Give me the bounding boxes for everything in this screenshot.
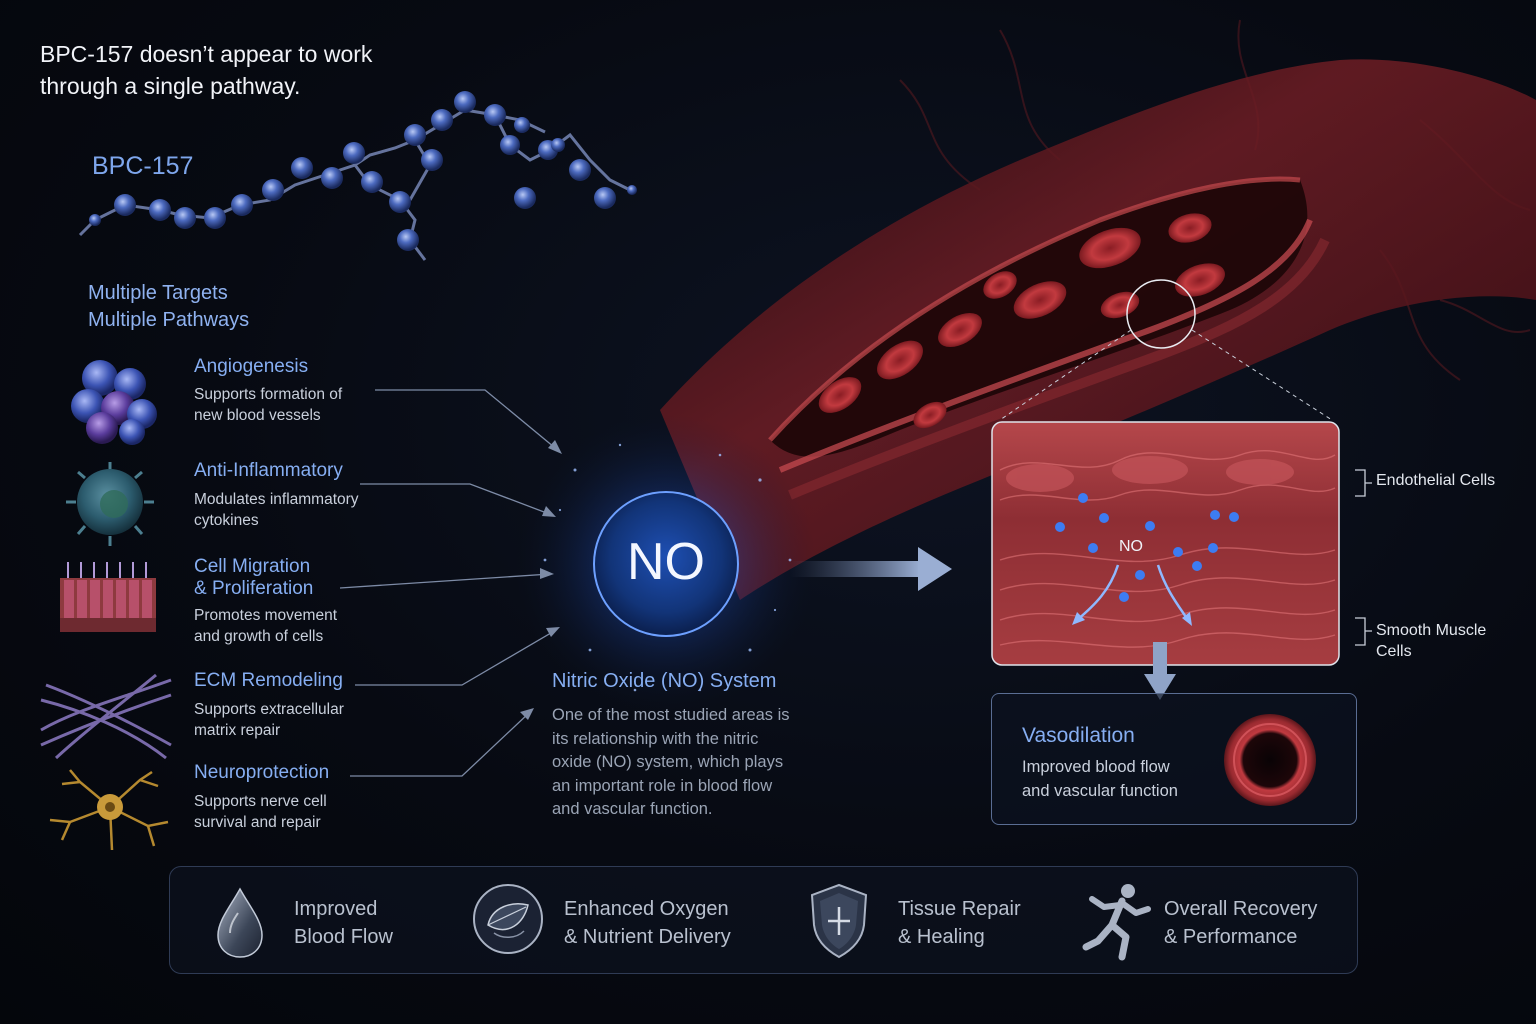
molecule-label: BPC-157 — [92, 152, 194, 180]
benefit-line-1: Tissue Repair — [898, 898, 1021, 920]
benefit-line-1: Enhanced Oxygen — [564, 898, 729, 920]
runner-icon — [1082, 884, 1151, 961]
neuron-icon — [49, 769, 169, 851]
tissue-layer-icon — [60, 562, 156, 632]
vasodilation-description: Improved blood flow and vascular functio… — [1022, 756, 1222, 803]
benefit-line-2: & Healing — [898, 926, 985, 948]
pathway-neuroprotection: Neuroprotection Supports nerve cell surv… — [40, 762, 400, 852]
pathway-ecm-remodeling: ECM Remodeling Supports extracellular ma… — [40, 670, 400, 760]
pathway-desc-line-1: Supports formation of — [194, 386, 343, 403]
endothelial-cells-label: Endothelial Cells — [1376, 472, 1496, 489]
no-desc-line: its relationship with the nitric — [552, 729, 759, 748]
pathway-title-line-1: Cell Migration — [194, 556, 311, 577]
benefits-bar: Improved Blood Flow Enhanced Oxygen & Nu… — [169, 866, 1358, 974]
benefit-line-2: Blood Flow — [294, 926, 393, 948]
pathway-desc: Supports nerve cell survival and repair — [194, 791, 394, 833]
vasodilation-title: Vasodilation — [1022, 724, 1135, 747]
pathway-desc-line-1: Supports nerve cell — [194, 793, 327, 810]
benefit-line-1: Overall Recovery — [1164, 898, 1318, 920]
benefit-blood-flow: Improved Blood Flow — [210, 867, 490, 975]
pathway-title: Anti-Inflammatory — [194, 460, 343, 481]
pathway-title: Neuroprotection — [194, 762, 330, 783]
pathway-desc-line-2: survival and repair — [194, 814, 321, 831]
targets-line-1: Multiple Targets — [88, 282, 228, 304]
pathway-title: Cell Migration & Proliferation — [194, 556, 313, 600]
headline: BPC-157 doesn’t appear to work through a… — [40, 38, 372, 102]
pathway-desc: Supports extracellular matrix repair — [194, 699, 394, 741]
targets-title: Multiple Targets Multiple Pathways — [88, 280, 249, 334]
no-desc-line: oxide (NO) system, which plays — [552, 753, 784, 771]
no-system-title: Nitric Oxide (NO) System — [552, 670, 777, 692]
benefit-label: Overall Recovery & Performance — [1164, 895, 1317, 951]
headline-line-2: through a single pathway. — [40, 73, 301, 99]
vessel-cross-section-icon — [1224, 714, 1316, 806]
benefit-tissue-repair: Tissue Repair & Healing — [806, 867, 1066, 975]
pathway-title-line-2: & Proliferation — [194, 578, 314, 599]
pathway-desc-line-2: cytokines — [194, 512, 259, 529]
vaso-desc-line-1: Improved blood flow — [1022, 758, 1170, 776]
pathway-desc-line-1: Modulates inflammatory — [194, 491, 359, 508]
pathway-desc-line-2: and growth of cells — [194, 628, 324, 645]
no-desc-line: and vascular function. — [552, 800, 713, 818]
smooth-label-line-2: Cells — [1376, 642, 1412, 660]
pathway-desc: Supports formation of new blood vessels — [194, 384, 394, 426]
detail-no-label: NO — [1119, 538, 1143, 555]
pathway-desc-line-2: matrix repair — [194, 722, 281, 739]
pathway-anti-inflammatory: Anti-Inflammatory Modulates inflammatory… — [40, 460, 400, 550]
bpc157-molecule-icon — [78, 91, 637, 261]
benefit-label: Tissue Repair & Healing — [898, 895, 1021, 951]
immune-cell-icon — [66, 462, 154, 546]
vasodilation-panel: Vasodilation Improved blood flow and vas… — [991, 693, 1357, 825]
pathway-desc: Modulates inflammatory cytokines — [194, 489, 394, 531]
no-symbol: NO — [627, 533, 705, 591]
smooth-label-line-1: Smooth Muscle — [1376, 622, 1487, 639]
leaf-globe-icon — [473, 884, 543, 954]
headline-line-1: BPC-157 doesn’t appear to work — [40, 41, 373, 67]
no-system-description: One of the most studied areas is its rel… — [552, 704, 812, 822]
pathway-desc-line-1: Supports extracellular — [194, 701, 344, 718]
shield-icon — [810, 883, 868, 959]
pathway-angiogenesis: Angiogenesis Supports formation of new b… — [40, 356, 400, 446]
no-desc-line: an important role in blood flow — [552, 776, 773, 795]
targets-line-2: Multiple Pathways — [88, 309, 250, 331]
pathway-cell-migration: Cell Migration & Proliferation Promotes … — [40, 556, 400, 656]
benefit-recovery: Overall Recovery & Performance — [1082, 867, 1352, 975]
pathway-title: ECM Remodeling — [194, 670, 343, 691]
benefit-line-2: & Nutrient Delivery — [564, 926, 731, 948]
pathway-desc: Promotes movement and growth of cells — [194, 605, 394, 647]
pathway-title: Angiogenesis — [194, 356, 309, 377]
smooth-muscle-cells-label: Smooth Muscle Cells — [1376, 621, 1516, 662]
benefit-line-1: Improved — [294, 898, 378, 920]
benefit-oxygen-delivery: Enhanced Oxygen & Nutrient Delivery — [470, 867, 790, 975]
benefit-line-2: & Performance — [1164, 926, 1298, 948]
pathway-desc-line-1: Promotes movement — [194, 607, 337, 624]
vaso-desc-line-2: and vascular function — [1022, 781, 1178, 800]
no-desc-line: One of the most studied areas is — [552, 706, 790, 724]
cell-cluster-icon — [71, 360, 157, 445]
benefit-label: Improved Blood Flow — [294, 895, 393, 951]
fibers-icon — [40, 673, 172, 760]
droplet-icon — [217, 887, 263, 958]
benefit-label: Enhanced Oxygen & Nutrient Delivery — [564, 895, 731, 951]
pathway-desc-line-2: new blood vessels — [194, 407, 321, 424]
